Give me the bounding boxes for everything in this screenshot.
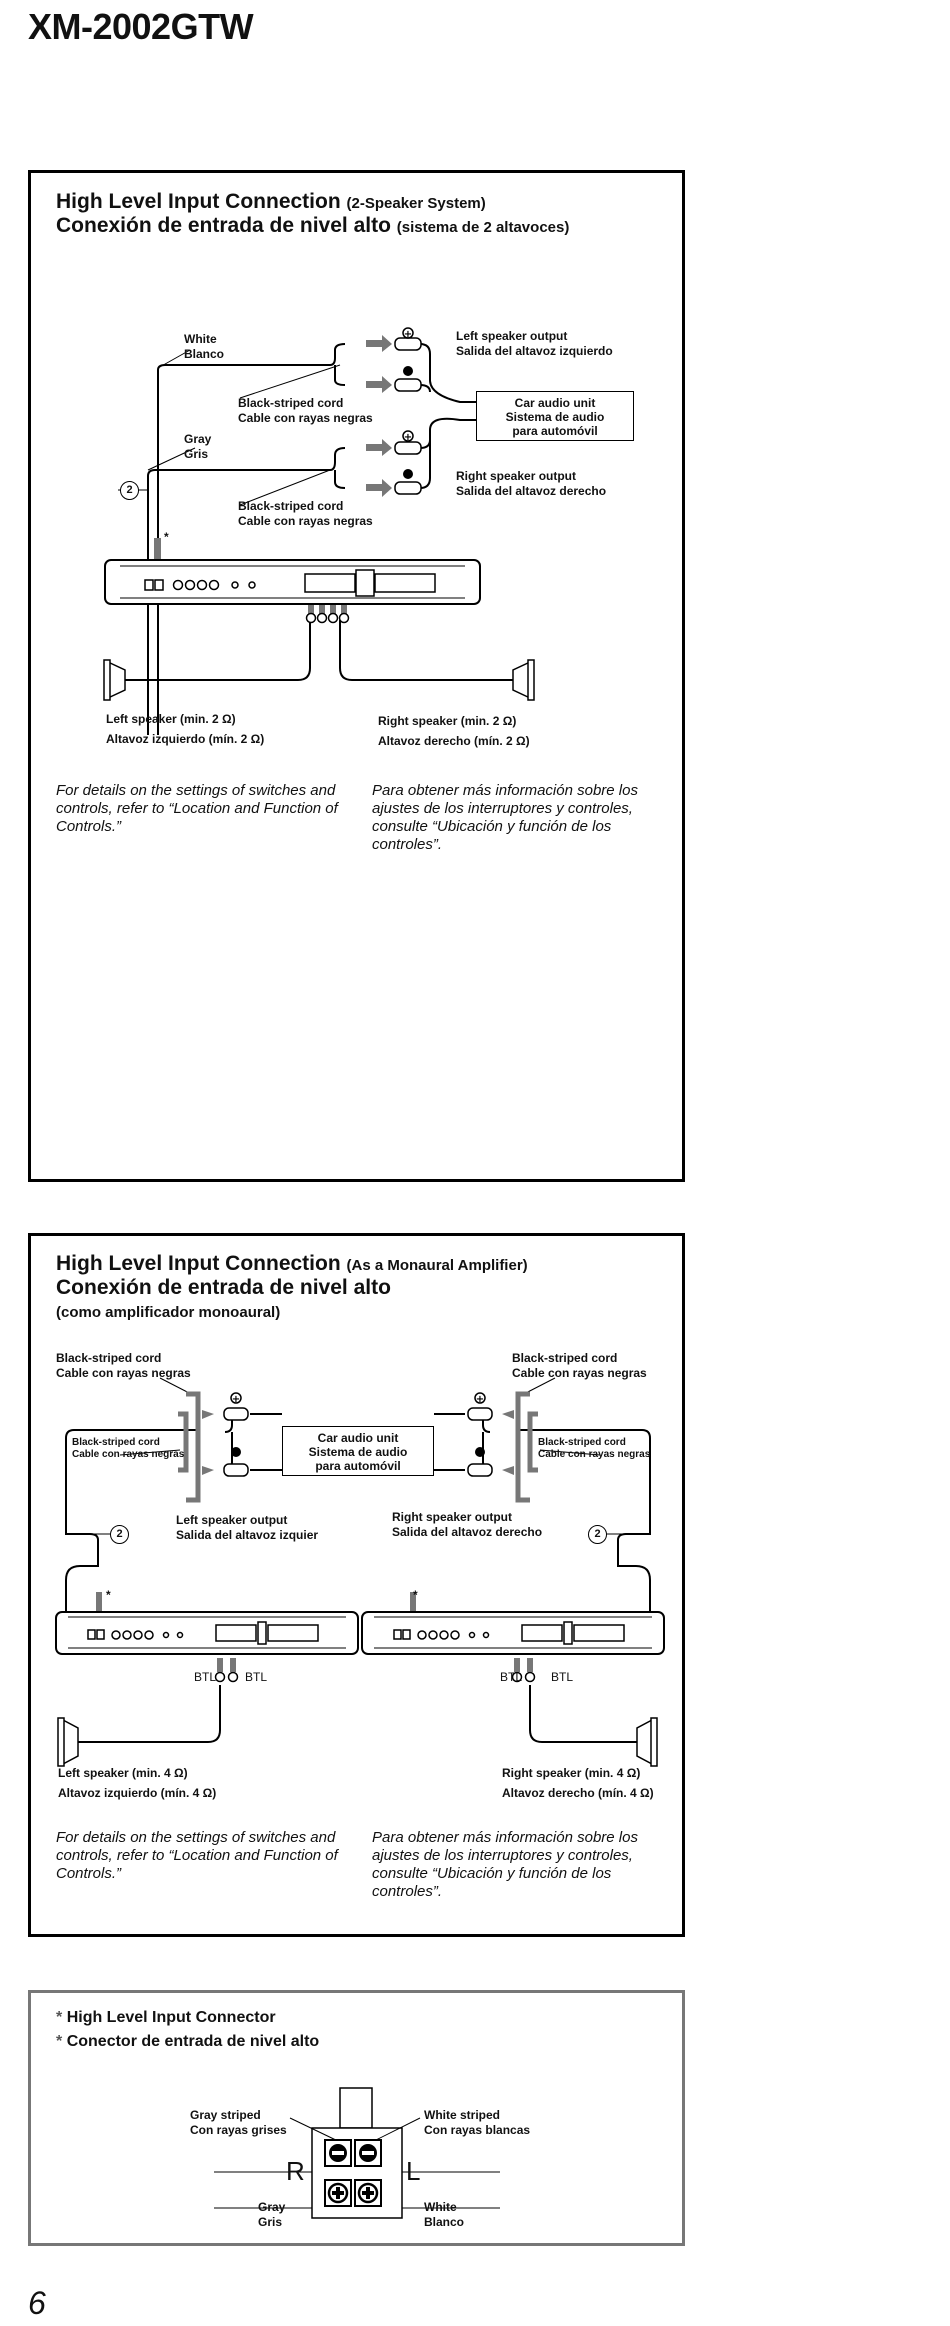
panel2-title-es: Conexión de entrada de nivel alto (56, 1276, 391, 1299)
label-right-speaker-es: Altavoz derecho (mín. 2 Ω) (378, 734, 530, 748)
label-gray-bottom: Gray (258, 2200, 286, 2214)
label-right-output-en-2: Right speaker output (392, 1510, 513, 1524)
ref-marker: 2 (120, 481, 139, 500)
label-gris: Gris (184, 447, 209, 461)
label-white-bottom: White (424, 2200, 457, 2214)
label-cord-left2-en: Black-striped cord (72, 1437, 160, 1448)
svg-text:+: + (404, 432, 412, 443)
label-blanco: Blanco (184, 347, 225, 361)
label-left-output-en-2: Left speaker output (176, 1513, 288, 1527)
label-left-speaker-en: Left speaker (min. 2 Ω) (106, 712, 236, 726)
label-cord-left2-es: Cable con rayas negras (72, 1449, 185, 1460)
label-gray-striped-es: Con rayas grises (190, 2123, 287, 2137)
label-cord-right2-en: Black-striped cord (538, 1437, 626, 1448)
label-blanco-bottom: Blanco (424, 2215, 465, 2229)
asterisk-marker-right: * (413, 1588, 418, 1602)
label-left-speaker-es: Altavoz izquierdo (mín. 2 Ω) (106, 732, 265, 746)
model-name: XM-2002GTW (28, 6, 254, 47)
label-gray-striped-en: Gray striped (190, 2108, 261, 2122)
connector-title-es: * Conector de entrada de nivel alto (56, 2033, 320, 2050)
label-btl-1: BTL (194, 1670, 217, 1684)
label-cord-left-es: Cable con rayas negras (56, 1366, 191, 1380)
panel-connector (28, 1990, 685, 2246)
panel1-title-es: Conexión de entrada de nivel alto (siste… (56, 214, 570, 237)
asterisk-marker-left: * (106, 1588, 111, 1602)
label-right-output-en: Right speaker output (456, 469, 577, 483)
label-cord-right-en: Black-striped cord (512, 1351, 618, 1365)
label-right-output-es: Salida del altavoz derecho (456, 484, 607, 498)
label-right-output-es-2: Salida del altavoz derecho (392, 1525, 543, 1539)
note-en-2: For details on the settings of switches … (56, 1829, 338, 1882)
label-left-speaker-es-2: Altavoz izquierdo (mín. 4 Ω) (58, 1786, 217, 1800)
label-white: White (184, 332, 217, 346)
label-cord-right-es: Cable con rayas negras (512, 1366, 647, 1380)
connector-title-en: * High Level Input Connector (56, 2009, 276, 2026)
label-l: L (406, 2156, 421, 2186)
note-es-2: Para obtener más información sobre los a… (372, 1829, 638, 1900)
label-cord2-en: Black-striped cord (238, 499, 344, 513)
label-cord-left-en: Black-striped cord (56, 1351, 162, 1365)
label-btl-4: BTL (551, 1670, 574, 1684)
label-white-striped-en: White striped (424, 2108, 501, 2122)
label-cord1-en: Black-striped cord (238, 396, 344, 410)
panel-two-speaker (28, 170, 685, 1182)
svg-text:+: + (404, 329, 412, 340)
label-left-output-es-2: Salida del altavoz izquier (176, 1528, 319, 1542)
label-left-output-es: Salida del altavoz izquierdo (456, 344, 613, 358)
panel1-title-en: High Level Input Connection (2-Speaker S… (56, 190, 486, 213)
label-left-output-en: Left speaker output (456, 329, 568, 343)
label-gris-bottom: Gris (258, 2215, 283, 2229)
note-es: Para obtener más información sobre los a… (372, 782, 638, 853)
page-number: 6 (28, 2285, 46, 2321)
panel2-title-es-sub: (como amplificador monoaural) (56, 1304, 281, 1321)
ref-marker-right: 2 (588, 1525, 607, 1544)
ref-marker-left: 2 (110, 1525, 129, 1544)
label-right-speaker-en: Right speaker (min. 2 Ω) (378, 714, 517, 728)
panel-monaural (28, 1233, 685, 1937)
label-white-striped-es: Con rayas blancas (424, 2123, 531, 2137)
label-gray: Gray (184, 432, 212, 446)
label-btl-3: BTL (500, 1670, 523, 1684)
label-right-speaker-en-2: Right speaker (min. 4 Ω) (502, 1766, 641, 1780)
svg-text:+: + (476, 1394, 484, 1405)
svg-text:+: + (232, 1394, 240, 1405)
label-right-speaker-es-2: Altavoz derecho (mín. 4 Ω) (502, 1786, 654, 1800)
label-r: R (286, 2156, 305, 2186)
asterisk-marker: * (164, 530, 169, 544)
label-btl-2: BTL (245, 1670, 268, 1684)
label-cord2-es: Cable con rayas negras (238, 514, 373, 528)
note-en: For details on the settings of switches … (56, 782, 338, 835)
label-cord1-es: Cable con rayas negras (238, 411, 373, 425)
label-left-speaker-en-2: Left speaker (min. 4 Ω) (58, 1766, 188, 1780)
label-cord-right2-es: Cable con rayas negras (538, 1449, 651, 1460)
panel2-title-en: High Level Input Connection (As a Monaur… (56, 1252, 528, 1275)
